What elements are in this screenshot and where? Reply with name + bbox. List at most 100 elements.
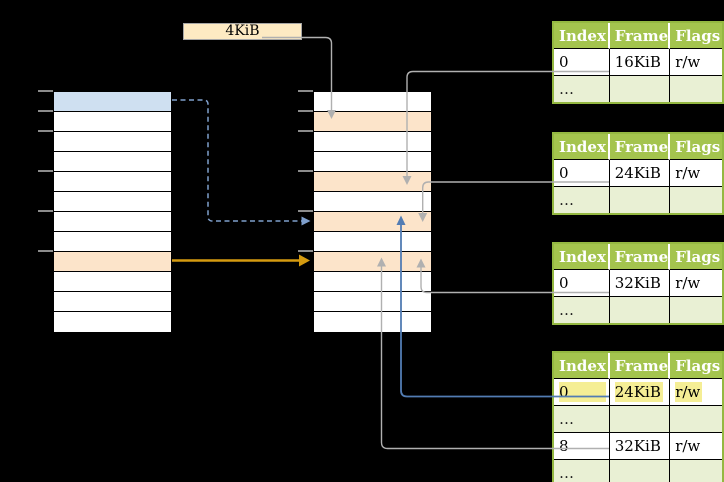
table-cell: … [554,406,610,433]
address-tick [38,130,53,132]
table-header-cell: Frame [609,244,671,270]
address-tick [38,210,53,212]
table-header-cell: Index [554,23,610,49]
table-cell: 8 [554,433,610,460]
memory-cell-white [314,132,431,152]
table-cell: r/w [670,433,722,460]
table-cell: 0 [554,270,610,297]
memory-cell-orange [314,172,431,192]
table-cell [670,297,722,323]
table-cell [609,76,671,102]
table-header-cell: Index [554,134,610,160]
table-cell [609,187,671,213]
table-cell [609,460,671,482]
memory-cell-blue [54,92,171,112]
table-cell [670,187,722,213]
table-ellipsis-row: … [554,187,722,213]
table-cell [670,76,722,102]
table-cell: … [554,187,610,213]
table-header-cell: Frame [609,353,671,379]
physical-memory-column [313,91,432,333]
memory-cell-white [54,192,171,212]
table-ellipsis-row: … [554,297,722,323]
table-cell: r/w [670,49,722,76]
address-tick [298,90,313,92]
table-header-cell: Index [554,353,610,379]
memory-cell-white [314,192,431,212]
memory-cell-white [314,152,431,172]
memory-cell-white [314,292,431,312]
table-entry-row: 0 24KiB r/w [554,379,722,406]
memory-cell-white [54,172,171,192]
table-cell [609,406,671,433]
table-header-cell: Frame [609,134,671,160]
memory-cell-white [314,92,431,112]
address-tick [298,170,313,172]
table-header-cell: Flags [670,353,722,379]
virtual-memory-column [53,91,172,333]
table-cell: 0 [554,379,610,406]
highlighted-value: 24KiB [614,382,663,402]
table-cell: 32KiB [609,270,671,297]
table-cell: 16KiB [609,49,671,76]
table-cell: r/w [670,379,722,406]
table-header-cell: Index [554,244,610,270]
memory-cell-white [314,272,431,292]
address-tick [298,130,313,132]
memory-cell-white [54,132,171,152]
table-ellipsis-row: … [554,460,722,482]
memory-cell-orange [314,252,431,272]
virtual-page0-mapping-connector [172,99,302,222]
page-size-label: 4KiB [183,23,302,40]
memory-cell-white [54,312,171,332]
memory-cell-white [54,232,171,252]
table-cell: 24KiB [609,379,671,406]
table-cell [609,297,671,323]
table-cell: r/w [670,160,722,187]
table-cell: … [554,460,610,482]
address-tick [298,250,313,252]
memory-cell-white [54,292,171,312]
memory-cell-orange [54,252,171,272]
address-tick [38,90,53,92]
table-cell: 0 [554,49,610,76]
memory-cell-orange [314,212,431,232]
memory-cell-white [54,152,171,172]
highlighted-value: r/w [675,382,703,402]
memory-cell-white [54,112,171,132]
table-cell: 32KiB [609,433,671,460]
page-size-label-text: 4KiB [225,23,260,39]
table-cell: r/w [670,270,722,297]
highlighted-value: 0 [559,382,606,402]
table-header-cell: Frame [609,23,671,49]
table-cell: 24KiB [609,160,671,187]
address-tick [38,250,53,252]
table-cell [670,406,722,433]
memory-cell-white [314,232,431,252]
table-ellipsis-row: … [554,406,722,433]
virtual-page0-arrow-icon [301,216,311,226]
table-cell [670,460,722,482]
address-tick [298,110,313,112]
table-ellipsis-row: … [554,76,722,102]
address-tick [298,210,313,212]
table-cell: … [554,76,610,102]
memory-cell-white [314,312,431,332]
table-cell: 0 [554,160,610,187]
table-header-cell: Flags [670,23,722,49]
memory-cell-orange [314,112,431,132]
address-tick [38,110,53,112]
